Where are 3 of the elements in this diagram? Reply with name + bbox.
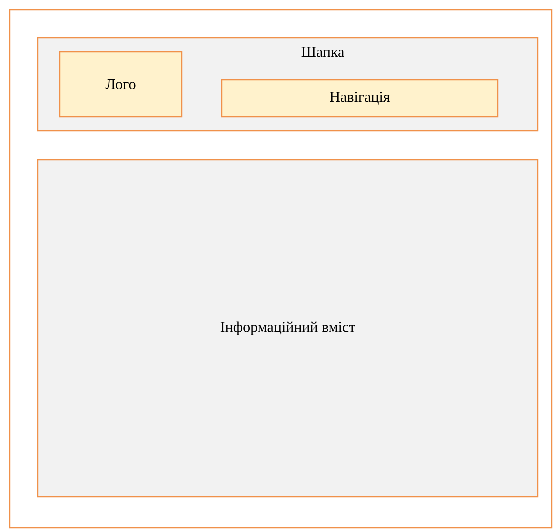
placeholder-box: Лого: [59, 51, 183, 118]
content-box: Інформаційний вміст: [37, 159, 539, 498]
navigation-bar: Навігація: [221, 79, 499, 118]
